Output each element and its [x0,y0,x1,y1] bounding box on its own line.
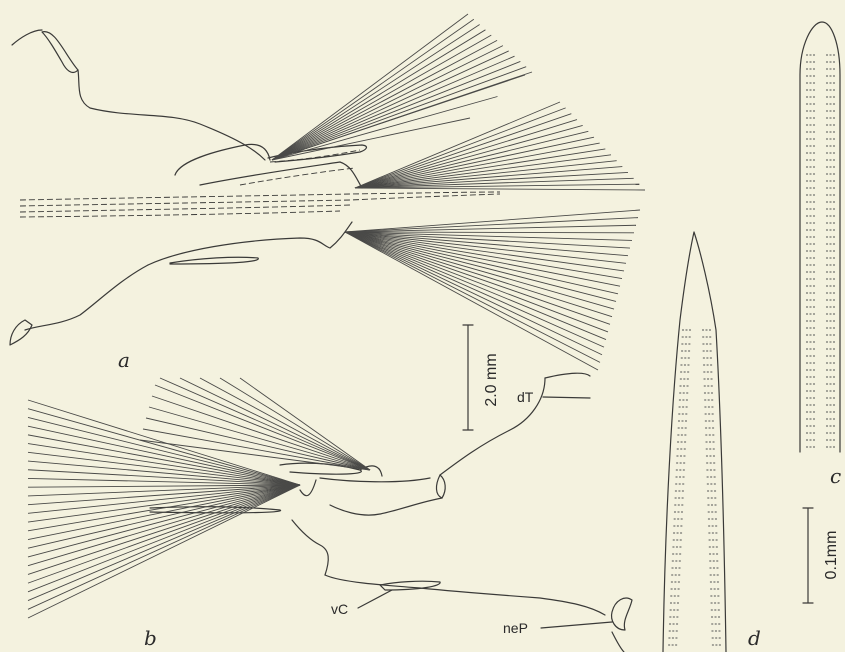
chaeta-line [355,137,594,188]
chaeta-line [28,485,300,557]
chaeta-line [345,232,610,324]
chaeta-line [272,40,497,160]
chaeta-line [345,232,604,347]
chaeta-line [28,485,300,513]
chaeta-line [272,46,503,160]
chaeta-line [200,378,370,470]
chaeta-line [355,155,611,188]
chaeta-line [28,417,300,485]
panel-label-d: d [748,626,761,650]
scale-bar-small-label: 0.1mm [823,531,840,580]
chaeta-line [355,149,605,188]
chaeta-line [28,485,300,601]
chaeta-line [240,378,370,470]
chaeta-line [345,232,616,301]
chaeta-line [28,485,300,618]
panel-a-parapodium [10,30,500,345]
chaeta-line [28,452,300,485]
panel-d-striations [668,330,722,645]
chaeta-line [28,485,300,574]
chaeta-line [272,25,480,160]
chaeta-line [345,232,606,340]
chaeta-line [355,131,588,188]
chaeta-line [272,51,509,160]
panel-c-chaeta [800,22,840,452]
scale-bar-large-label: 2.0 mm [483,353,500,406]
chaeta-line [355,188,645,190]
label-vC: vC [331,601,348,617]
panel-d-chaeta [663,232,726,652]
chaeta-line [345,218,638,232]
panel-a-middle-chaetae [355,102,645,190]
chaeta-line [345,232,598,370]
panel-label-c: c [830,464,841,488]
chaeta-line [28,409,300,485]
chaeta-line [345,232,600,362]
panel-label-b: b [144,626,157,650]
dT-leader [543,397,590,398]
chaeta-line [272,56,515,160]
panel-c-striations [806,55,836,447]
chaeta-line [272,30,485,160]
chaeta-line [345,232,634,233]
label-dT: dT [517,389,534,405]
scale-bar-large: 2.0 mm [463,325,500,430]
scale-bar-small: 0.1mm [803,508,840,603]
label-neP: neP [503,620,528,636]
panel-b-upper-chaetae [140,378,370,470]
panel-a-upper-chaetae [272,14,532,160]
chaeta-line [152,396,370,470]
chaeta-line [345,232,618,294]
vC-leader [358,590,392,608]
neP-leader [541,622,612,628]
chaeta-line [28,485,300,566]
chaeta-line [28,485,300,583]
chaeta-line [272,61,520,160]
chaeta-line [272,67,526,160]
panel-a-lower-chaetae [345,210,640,370]
panel-label-a: a [118,348,130,372]
chaeta-line [272,14,468,160]
